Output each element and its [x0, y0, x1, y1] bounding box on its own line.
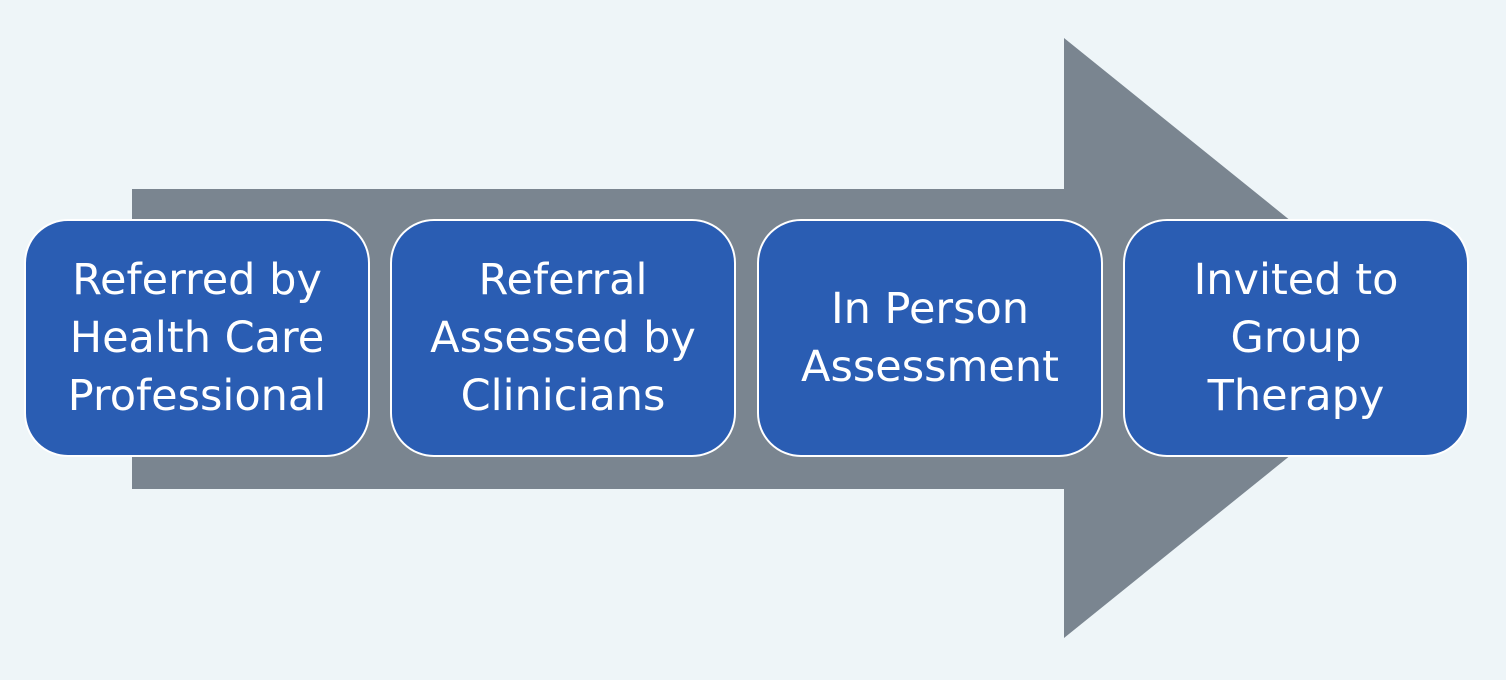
step-box-group-therapy: Invited to Group Therapy	[1123, 219, 1469, 457]
step-text-line: Referral	[478, 255, 648, 305]
step-text-line: Group	[1230, 313, 1362, 363]
step-text-line: Assessed by	[430, 313, 696, 363]
step-text-line: Clinicians	[460, 371, 666, 421]
step-box-referred: Referred by Health Care Professional	[24, 219, 370, 457]
step-text-line: In Person	[830, 284, 1030, 334]
step-box-referral-assessed: Referral Assessed by Clinicians	[390, 219, 736, 457]
step-box-in-person-assessment: In Person Assessment	[757, 219, 1103, 457]
step-text-line: Therapy	[1207, 371, 1385, 421]
step-text-line: Health Care	[69, 313, 325, 363]
step-text-line: Referred by	[72, 255, 322, 305]
step-text-line: Assessment	[801, 342, 1059, 392]
step-text-line: Invited to	[1193, 255, 1399, 305]
step-text-line: Professional	[67, 371, 327, 421]
